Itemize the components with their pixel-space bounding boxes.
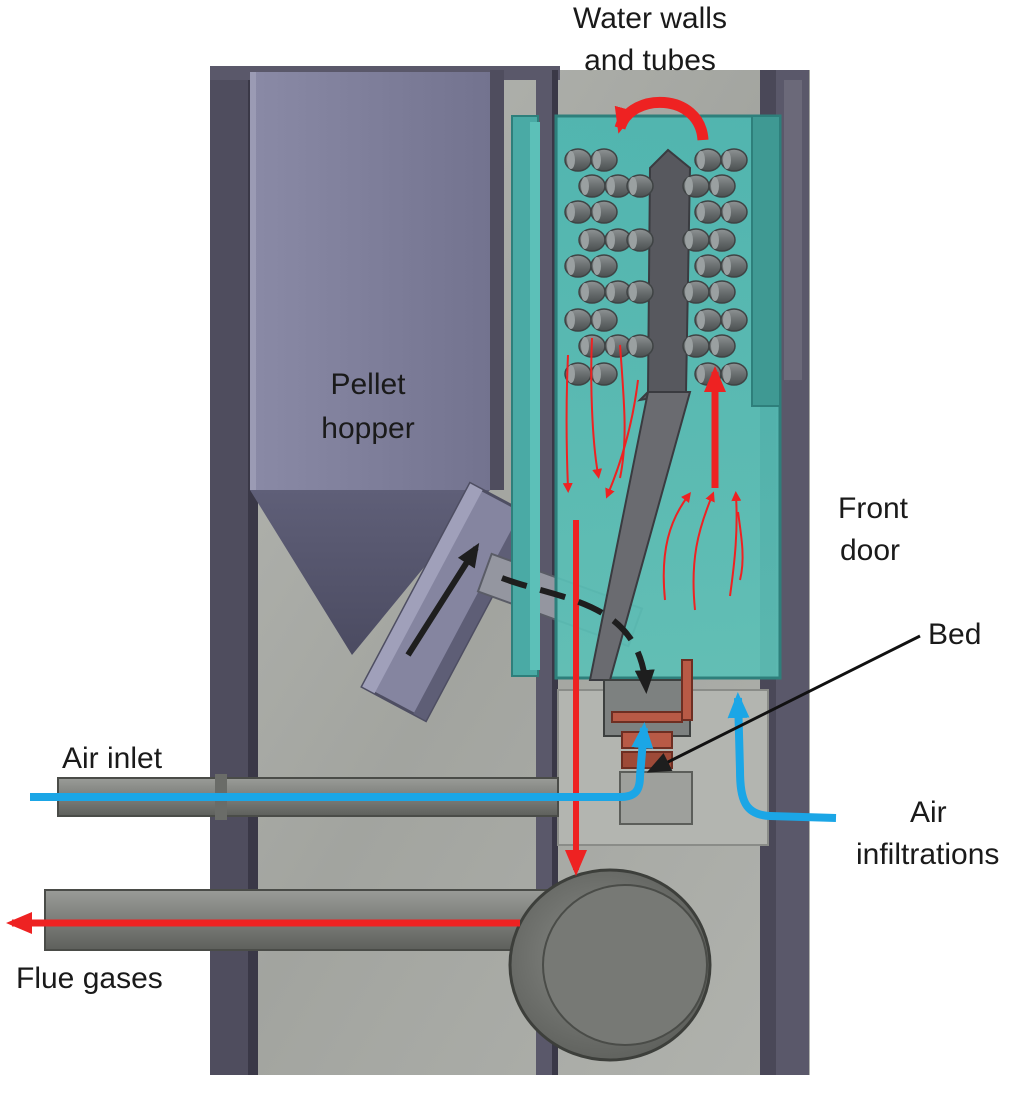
hopper-body <box>250 72 490 490</box>
water-tube-end <box>629 283 637 301</box>
water-tube-end <box>723 311 731 329</box>
water-tube-end <box>711 177 719 195</box>
water-tube-end <box>697 257 705 275</box>
pellet-drop-arrow <box>500 575 655 694</box>
water-tube-end <box>593 257 601 275</box>
water-tube-end <box>723 151 731 169</box>
updraft-curl-3 <box>729 491 742 597</box>
air-flow <box>30 692 837 822</box>
water-tube-end <box>723 365 731 383</box>
flue-collector-face <box>542 884 708 1046</box>
water-tube-end <box>685 231 693 249</box>
water-tube-end <box>593 365 601 383</box>
label-pellet-hopper-1: Pellet <box>330 368 406 401</box>
water-tube-end <box>685 283 693 301</box>
water-tube-end <box>697 151 705 169</box>
water-tube-end <box>629 231 637 249</box>
water-tube-end <box>685 337 693 355</box>
water-tube-end <box>697 203 705 221</box>
label-flue-gases: Flue gases <box>16 962 163 995</box>
water-tube-end <box>567 311 575 329</box>
water-tube-end <box>581 231 589 249</box>
water-tube-end <box>593 203 601 221</box>
recirculation-arc-arrow <box>614 96 709 141</box>
grate-box <box>603 679 691 737</box>
water-tube-end <box>567 151 575 169</box>
pellet-hopper <box>250 72 644 723</box>
water-tube-end <box>567 257 575 275</box>
label-water-walls-2: and tubes <box>584 44 716 77</box>
updraft-curl-4 <box>737 511 744 581</box>
updraft-curl-1 <box>662 491 691 601</box>
auger-feed-arrow <box>405 542 480 657</box>
left-casing-edge <box>248 70 258 1075</box>
water-tube-end <box>685 177 693 195</box>
water-tube-end <box>567 365 575 383</box>
water-tube-end <box>723 257 731 275</box>
water-tube-end <box>607 231 615 249</box>
hopper-rim-left <box>250 72 256 490</box>
label-air-infiltrations-1: Air <box>910 796 947 829</box>
downdraft-curl-3 <box>619 344 626 479</box>
water-tube-end <box>607 337 615 355</box>
water-tube-end <box>581 337 589 355</box>
water-tube-end <box>697 365 705 383</box>
water-tube-end <box>593 151 601 169</box>
water-walls <box>511 114 782 737</box>
water-tube-end <box>567 203 575 221</box>
water-tube-end <box>723 203 731 221</box>
bed-top-plate <box>611 711 683 723</box>
hot-gas-flow <box>6 96 744 934</box>
downdraft-curl-2 <box>590 337 603 479</box>
water-tube-end <box>593 311 601 329</box>
water-tube-end <box>697 311 705 329</box>
water-tube-end <box>711 283 719 301</box>
downdraft-curl-1 <box>562 354 573 493</box>
label-air-inlet: Air inlet <box>62 742 163 775</box>
label-front-door-2: door <box>840 534 900 567</box>
air-infiltration-arrow <box>727 692 837 822</box>
hopper-right-wall <box>490 70 504 490</box>
water-tube-end <box>581 283 589 301</box>
air-inlet-arrow <box>30 722 654 801</box>
water-wall-right <box>751 115 781 407</box>
bed-leader-line <box>646 634 921 773</box>
label-front-door-1: Front <box>838 492 909 525</box>
water-tube-end <box>581 177 589 195</box>
label-bed: Bed <box>928 618 981 651</box>
water-tube-end <box>711 231 719 249</box>
bed-burner-lower <box>621 751 673 769</box>
pellet-feed-path <box>405 542 655 694</box>
label-pellet-hopper-2: hopper <box>321 412 414 445</box>
water-tube-end <box>607 283 615 301</box>
label-air-infiltrations-2: infiltrations <box>856 838 999 871</box>
water-tube-end <box>607 177 615 195</box>
hopper-cone <box>250 490 490 655</box>
water-tube-end <box>629 177 637 195</box>
water-wall-left-inner <box>530 122 540 670</box>
tube-bank <box>564 148 748 386</box>
water-tube-end <box>629 337 637 355</box>
front-door-panel <box>784 80 802 380</box>
bed-side-post <box>681 659 693 721</box>
label-water-walls-1: Water walls <box>573 2 727 35</box>
updraft-curl-2 <box>692 491 715 611</box>
labels: Water walls and tubes Pellet hopper Fron… <box>16 2 999 995</box>
downdraft-curl-4 <box>605 379 639 499</box>
water-tube-end <box>711 337 719 355</box>
